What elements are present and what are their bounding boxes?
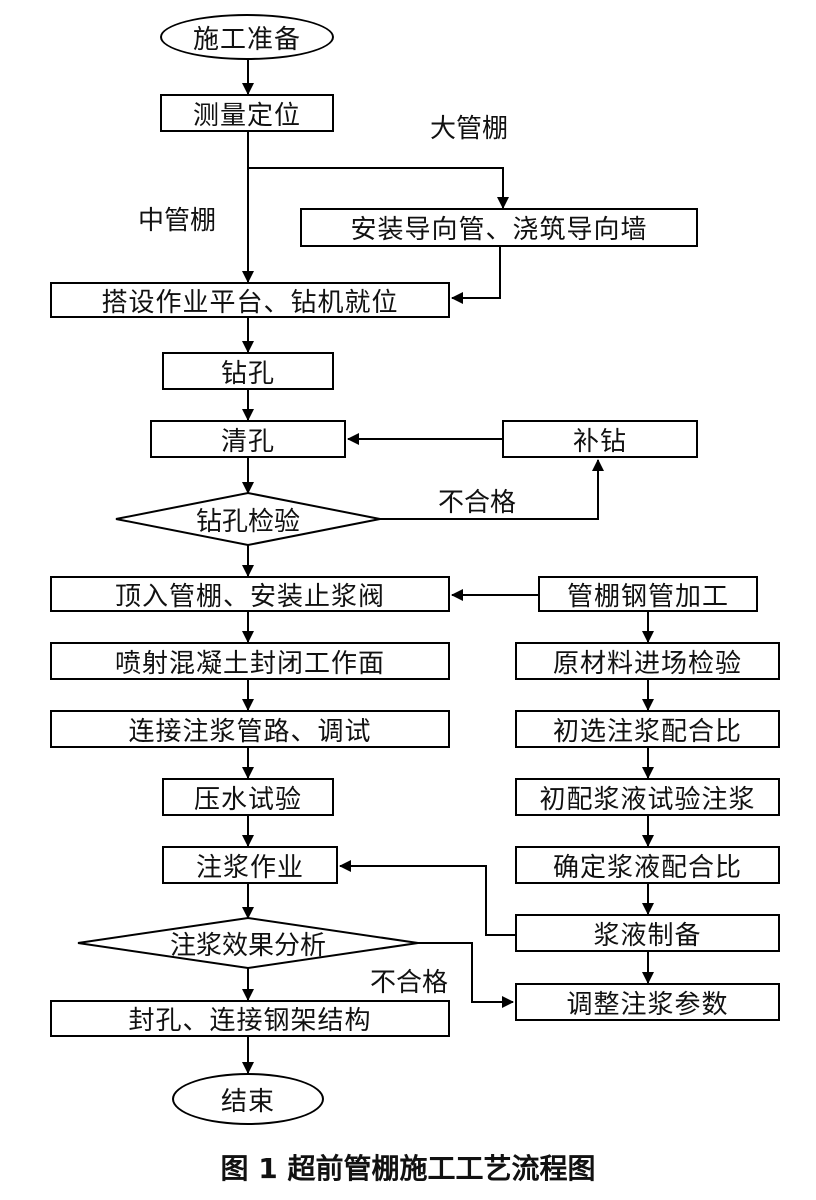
decision-inspect-label: 钻孔检验 — [195, 506, 300, 537]
confirm-ratio-node: 确定浆液配合比 — [515, 846, 780, 884]
label-large-shed: 大管棚 — [430, 114, 509, 144]
guide-node: 安装导向管、浇筑导向墙 — [300, 208, 698, 247]
adjust-node: 调整注浆参数 — [515, 983, 780, 1021]
label-fail-analysis: 不合格 — [370, 968, 449, 998]
slurry-prep-node: 浆液制备 — [515, 914, 780, 952]
arrow-slurry-grouting — [339, 860, 515, 936]
arrow-inspect-redrill — [380, 459, 604, 520]
seal-node: 封孔、连接钢架结构 — [50, 1000, 450, 1037]
initial-ratio-node: 初选注浆配合比 — [515, 710, 780, 748]
grouting-node: 注浆作业 — [162, 846, 338, 884]
arrow-survey-guide — [248, 167, 509, 209]
shotcrete-node: 喷射混凝土封闭工作面 — [50, 642, 450, 680]
pipe-process-node: 管棚钢管加工 — [538, 576, 758, 612]
clean-node: 清孔 — [150, 420, 346, 458]
start-node: 施工准备 — [160, 14, 334, 60]
drill-node: 钻孔 — [162, 352, 334, 390]
figure-caption: 图 1 超前管棚施工工艺流程图 — [220, 1152, 596, 1185]
arrow-guide-platform — [451, 247, 501, 304]
decision-analysis-label: 注浆效果分析 — [169, 930, 326, 961]
survey-node: 测量定位 — [160, 94, 334, 132]
arrow-analysis-adjust — [418, 942, 514, 1008]
water-test-node: 压水试验 — [162, 778, 334, 816]
decision-analysis-shape — [77, 916, 419, 970]
push-node: 顶入管棚、安装止浆阀 — [50, 576, 450, 612]
end-node: 结束 — [172, 1073, 324, 1125]
connect-node: 连接注浆管路、调试 — [50, 710, 450, 748]
platform-node: 搭设作业平台、钻机就位 — [50, 282, 450, 318]
label-fail-inspect: 不合格 — [438, 488, 517, 518]
trial-grout-node: 初配浆液试验注浆 — [515, 778, 780, 816]
decision-inspect-shape — [115, 491, 381, 547]
redrill-node: 补钻 — [502, 420, 698, 458]
label-medium-shed: 中管棚 — [138, 206, 217, 236]
material-check-node: 原材料进场检验 — [515, 642, 780, 680]
